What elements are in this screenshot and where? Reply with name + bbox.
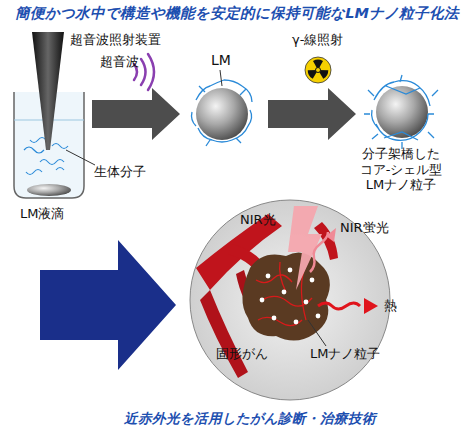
light-label: NIR光 [240,212,276,228]
caption: 近赤外光を活用したがん診断・治療技術 [124,410,376,426]
sonicator-probe [32,32,64,150]
crosslinked-particle [364,75,438,149]
device-label: 超音波照射装置 [70,32,161,48]
nanoparticle-label: LMナノ粒子 [310,346,380,362]
leader-line [308,320,326,346]
leader-line [220,70,222,86]
wave-label: 超音波 [100,54,139,70]
radiation-symbol [305,57,331,83]
title: 簡便かつ水中で構造や機能を安定的に保持可能なLMナノ粒子化法 [15,5,459,22]
big-arrow [40,240,176,370]
leader-line [66,150,95,165]
process-arrow [92,88,180,140]
radiation-label: γ-線照射 [292,32,343,48]
droplet-label: LM液滴 [20,206,64,222]
heat-label: 熱 [384,298,397,314]
particle-label: 分子架橋したコア-シェル型LMナノ粒子 [358,146,444,193]
molecule-label: 生体分子 [94,164,146,180]
lm-droplet [27,184,71,196]
tumor-label: 固形がん [216,346,268,362]
fluorescence-label: NIR蛍光 [340,220,389,236]
material-label: LM [211,52,231,69]
process-arrow [268,88,356,140]
tumor-scene [190,200,390,400]
lm-particle [192,80,253,146]
